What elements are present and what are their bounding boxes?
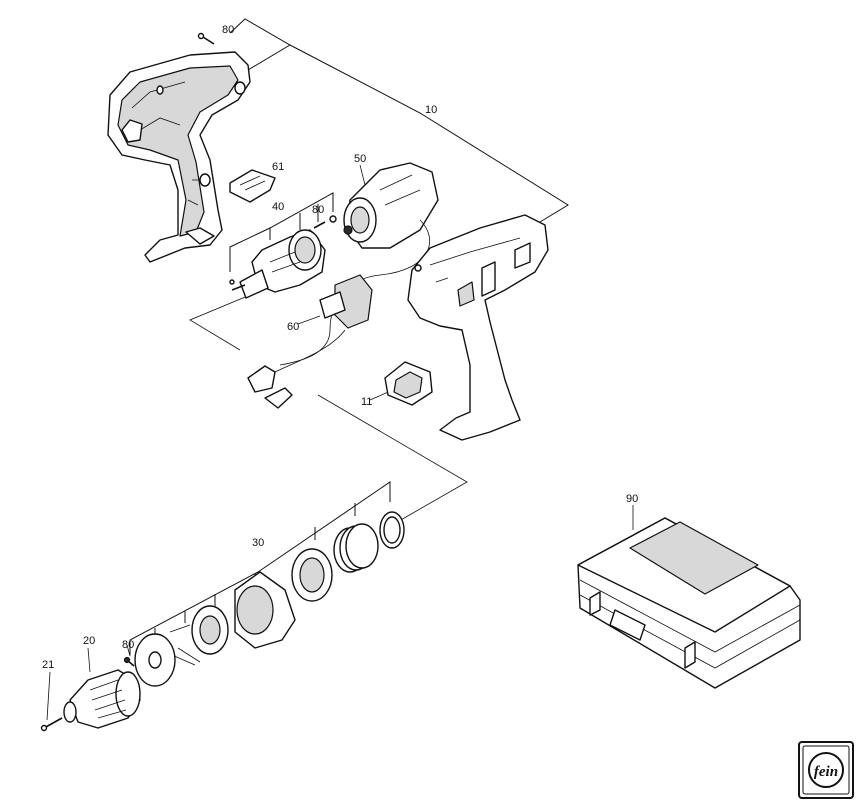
part-labels: 80 10 61 50 40 80 60 11 90 30 20 80 21 <box>42 24 638 671</box>
carrying-case-90 <box>577 517 801 689</box>
label-80-middle: 80 <box>312 204 324 216</box>
label-80-top: 80 <box>222 24 234 36</box>
screw-80-middle <box>313 215 337 229</box>
label-61: 61 <box>272 161 284 173</box>
screw-80-bottom <box>123 656 135 667</box>
label-11: 11 <box>361 396 372 408</box>
switch-module-60 <box>247 274 373 409</box>
label-90: 90 <box>626 493 638 505</box>
battery-contact-11 <box>384 361 433 406</box>
label-40: 40 <box>272 201 284 213</box>
screw-80-top <box>197 32 215 45</box>
chuck-20 <box>63 669 141 729</box>
logo-text: fein <box>814 764 838 780</box>
label-50: 50 <box>354 153 366 165</box>
housing-right-half <box>407 214 549 441</box>
label-80-bottom: 80 <box>122 639 134 651</box>
label-21: 21 <box>42 659 54 671</box>
label-30: 30 <box>252 537 264 549</box>
clutch-assembly-30 <box>134 511 405 687</box>
gearbox-40 <box>229 229 326 299</box>
switch-61 <box>229 169 276 203</box>
screw-21 <box>40 717 63 732</box>
label-20: 20 <box>83 635 95 647</box>
label-10: 10 <box>425 104 437 116</box>
housing-left-half <box>107 51 251 263</box>
fein-logo: fein <box>798 741 854 799</box>
label-60: 60 <box>287 321 299 333</box>
motor-50 <box>279 162 439 366</box>
